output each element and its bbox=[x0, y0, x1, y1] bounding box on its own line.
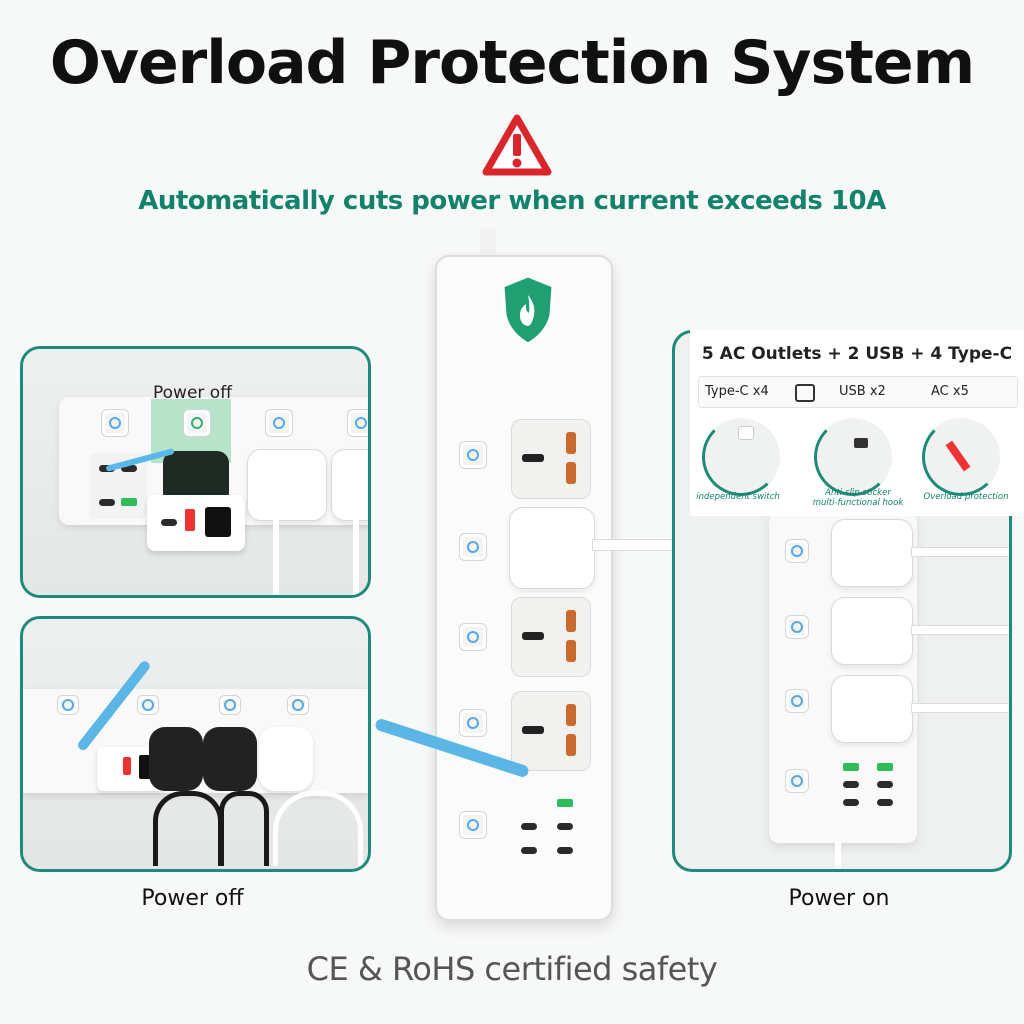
feature-image-hook bbox=[814, 418, 892, 496]
usb-port-block bbox=[511, 791, 589, 871]
switch-button[interactable] bbox=[265, 409, 293, 437]
switch-button[interactable] bbox=[459, 441, 487, 469]
page-title: Overload Protection System bbox=[49, 28, 975, 98]
switch-button[interactable] bbox=[459, 533, 487, 561]
ac-socket bbox=[511, 597, 591, 677]
switch-button[interactable] bbox=[219, 695, 241, 715]
switch-button[interactable] bbox=[347, 409, 368, 437]
power-off-panel-top: Power off bbox=[20, 346, 371, 598]
warning-triangle-icon bbox=[482, 114, 552, 176]
inserted-plug bbox=[831, 597, 913, 665]
ac-socket bbox=[511, 691, 591, 771]
power-off-panel-bottom bbox=[20, 616, 371, 872]
black-plug bbox=[203, 727, 257, 791]
switch-button[interactable] bbox=[785, 689, 809, 713]
port-usb: USB x2 bbox=[839, 384, 886, 399]
usb-port-icon bbox=[795, 384, 815, 402]
feature-caption-overload: Overload protection bbox=[923, 492, 1009, 502]
power-on-caption: Power on bbox=[788, 886, 890, 911]
shield-flame-icon bbox=[501, 274, 555, 346]
feature-caption-hook: Anti-slip sticker multi-functional hook bbox=[812, 488, 904, 508]
subtitle: Automatically cuts power when current ex… bbox=[138, 186, 886, 216]
white-plug bbox=[331, 449, 368, 521]
switch-button[interactable] bbox=[101, 409, 129, 437]
switch-button[interactable] bbox=[287, 695, 309, 715]
power-off-caption: Power off bbox=[141, 886, 244, 911]
inserted-plug bbox=[831, 519, 913, 587]
port-type-c: Type-C x4 bbox=[705, 384, 769, 399]
footer-certification: CE & RoHS certified safety bbox=[306, 950, 718, 988]
switch-button[interactable] bbox=[785, 539, 809, 563]
switch-button[interactable] bbox=[459, 709, 487, 737]
black-plug bbox=[149, 727, 203, 791]
switch-button[interactable] bbox=[137, 695, 159, 715]
inserted-plug bbox=[509, 507, 595, 589]
inserted-plug bbox=[831, 675, 913, 743]
switch-button[interactable] bbox=[459, 811, 487, 839]
switch-button[interactable] bbox=[785, 615, 809, 639]
white-plug bbox=[259, 727, 313, 791]
power-off-label: Power off bbox=[153, 383, 232, 403]
usb-port-block bbox=[835, 757, 907, 817]
switch-button[interactable] bbox=[459, 623, 487, 651]
port-summary: Type-C x4 USB x2 AC x5 bbox=[698, 376, 1018, 408]
switch-button[interactable] bbox=[57, 695, 79, 715]
feature-card: 5 AC Outlets + 2 USB + 4 Type-C Type-C x… bbox=[690, 330, 1024, 516]
feature-caption-switch: independent switch bbox=[696, 492, 780, 502]
power-strip bbox=[435, 255, 674, 921]
port-ac: AC x5 bbox=[931, 384, 969, 399]
white-plug bbox=[247, 449, 327, 521]
charger-adapter bbox=[147, 495, 245, 551]
switch-button[interactable] bbox=[785, 769, 809, 793]
ac-socket bbox=[511, 419, 591, 499]
feature-title: 5 AC Outlets + 2 USB + 4 Type-C bbox=[701, 344, 1013, 364]
switch-button[interactable] bbox=[183, 409, 211, 437]
